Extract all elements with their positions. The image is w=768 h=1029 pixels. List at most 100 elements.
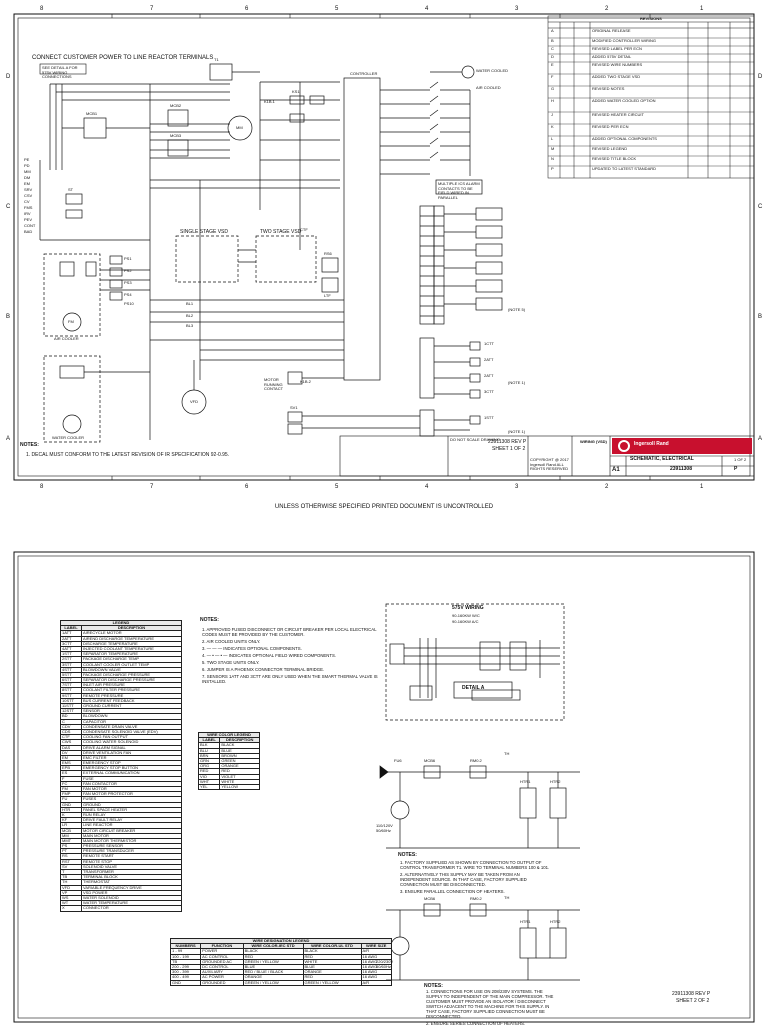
sheet1-notes-title: NOTES: — [20, 442, 39, 448]
air-cooler-label: AIR COOLER — [54, 336, 79, 341]
revision-description: ADDED TWO STAGE VSD — [592, 74, 641, 79]
wire-designation-cell: GREEN / YELLOW — [302, 979, 362, 986]
schematic-drawing-sheet-1 — [13, 13, 755, 481]
col-3: 3 — [515, 6, 519, 12]
label-fm: FM — [68, 319, 74, 324]
col-8-bottom: 8 — [40, 484, 44, 490]
right-note-1a: (NOTE 1) — [508, 380, 526, 385]
label-mm-top: MM — [236, 125, 243, 130]
legend-description: CONNECTOR — [81, 905, 182, 912]
revision-description: REVISED HEATER CIRCUIT — [592, 112, 644, 117]
revision-letter: L — [551, 136, 554, 141]
legend-description: BUS CURRENT FEEDBACK — [81, 697, 182, 705]
revision-letter: F — [551, 74, 554, 79]
wiring-sub-2: 90-160KW A/C — [452, 619, 479, 624]
note-item: 7. SENSORS 1ATT AND 3CTT ARE ONLY USED W… — [202, 673, 378, 684]
wire-designation-cell: GREEN / YELLOW — [242, 979, 304, 986]
header-note: CONNECT CUSTOMER POWER TO LINE REACTOR T… — [32, 55, 214, 61]
revision-description: ADDED 575V DETAIL — [592, 54, 632, 59]
wire-designation-cell: A/R — [360, 979, 393, 986]
sheet1-ref: 23911308 REV P — [488, 439, 527, 445]
note-item: 2. ENSURE SERIES CONNECTION OF HEATERS. — [426, 1020, 526, 1026]
label-t1: T1 — [214, 57, 219, 62]
wiring-title: 575V WIRING — [452, 605, 484, 611]
col-8: 8 — [40, 6, 44, 12]
label-ps2: PS2 — [124, 268, 132, 273]
water-cooled-label: WATER COOLED — [476, 68, 509, 73]
label-ps10: PS10 — [124, 301, 134, 306]
side-label-pev: PEV — [24, 217, 33, 222]
legend-description: FAN MOTOR PROTECTOR — [81, 791, 182, 798]
label-k1b1: K1B.1 — [264, 99, 275, 104]
col-1-bottom: 1 — [700, 484, 704, 490]
sheet2-notes: 1. APPROVED FUSED DISCONNECT OR CIRCUIT … — [202, 627, 382, 686]
water-cooler-label: WATER COOLER — [52, 435, 85, 440]
side-label-cont: CONT — [24, 223, 36, 228]
note-item: 1. CONNECTIONS FOR USE ON 208/230V SYSTE… — [426, 989, 554, 1019]
heater-label-rm: RM0.2 — [470, 758, 482, 763]
heater-label-th: TH — [504, 751, 510, 756]
row-c: C — [6, 204, 11, 210]
side-label-pd: PD — [24, 163, 30, 168]
legend-description: VARIABLE FREQUENCY DRIVE — [81, 884, 182, 891]
revision-letter: A — [551, 28, 554, 33]
right-note-5: (NOTE 5) — [508, 307, 526, 312]
air-cooled-label: AIR COOLED — [476, 85, 501, 90]
wire-designation-cell: 100 - 199 — [169, 953, 202, 960]
label-ks1: KS1 — [292, 89, 300, 94]
wire-designation-cell: GND — [169, 979, 202, 986]
side-label-mm: MM — [24, 169, 31, 174]
legend-description: COOLING WATER SOLENOID — [81, 739, 182, 746]
label-ps4: PS4 — [124, 292, 132, 297]
revision-letter: K — [551, 124, 554, 129]
note-item: 1. FACTORY SUPPLIED AS SHOWN BY CONNECTI… — [400, 860, 550, 870]
schematic-drawing-sheet-2 — [13, 551, 755, 1023]
side-label-srv: SRV — [24, 187, 33, 192]
scale-note: DO NOT SCALE DRAWING — [450, 437, 501, 442]
sheet2-ref2: SHEET 2 OF 2 — [676, 998, 710, 1004]
revision-description: REVISED WIRE NUMBERS — [592, 62, 643, 67]
note-item: 4. — • — • — INDICATES OPTIONAL FIELD WI… — [202, 652, 337, 658]
revision-letter: H — [551, 98, 554, 103]
legend-description: SEPARATOR DISCHARGE PRESSURE — [81, 677, 182, 684]
voltage-a: 110/120V 50/60Hz — [376, 823, 393, 833]
note-item: 3. ENSURE PARALLEL CONNECTION OF HEATERS… — [400, 888, 505, 894]
heater-notes-a: 1. FACTORY SUPPLIED AS SHOWN BY CONNECTI… — [400, 860, 550, 897]
sheet2-ref: 23911308 REV P — [672, 991, 711, 997]
legend-header-desc: DESCRIPTION — [81, 625, 182, 632]
revision-letter: D — [551, 54, 554, 59]
label-k1b2: K1B.2 — [300, 379, 311, 384]
row-b: B — [6, 314, 11, 320]
legend-description: EXTERNAL COMMUNICATION — [81, 770, 182, 777]
revision-description: REVISED NOTES — [592, 86, 625, 91]
heater-notes-b-title: NOTES: — [424, 983, 443, 989]
legend-label: 12STT — [59, 708, 83, 715]
row-a: A — [6, 436, 11, 442]
revision-description: REVISED LABEL PER ECN — [592, 46, 642, 51]
heater-label-th-b: TH — [504, 895, 510, 900]
legend-description: MOTOR CIRCUIT BREAKER — [81, 827, 182, 834]
legend-description: CONDENSATE SOLENOID VALVE (EDV) — [81, 728, 182, 736]
wire-color-header-desc: DESCRIPTION — [219, 737, 260, 744]
sheet-of: 1 OF 2 — [734, 457, 747, 462]
detail-a-label: DETAIL A — [462, 685, 485, 691]
label-st: ST — [68, 187, 74, 192]
note-item: 3. — — — INDICATES OPTIONAL COMPONENTS. — [202, 645, 302, 651]
col-5: 5 — [335, 6, 339, 12]
wire-designation-cell: GROUNDED — [200, 979, 244, 986]
note-item: 2. AIR COOLED UNITS ONLY. — [202, 638, 261, 644]
wire-color-header-label: LABEL — [197, 737, 221, 744]
single-stage-label: SINGLE STAGE VSD — [180, 229, 228, 235]
row-d: D — [6, 74, 11, 80]
revision-description: REVISED PER ECN — [592, 124, 629, 129]
label-sv1: SV1 — [290, 405, 298, 410]
revision-description: MODIFIED CONTROLLER WIRING — [592, 38, 657, 43]
sheet1-note-1: 1. DECAL MUST CONFORM TO THE LATEST REVI… — [26, 452, 230, 458]
heater-label-mcb6-b: MCB6 — [424, 896, 436, 901]
wire-designation-cell: 16 AWG — [360, 958, 393, 965]
wire-designation-cell: 16 AWG — [360, 974, 393, 981]
